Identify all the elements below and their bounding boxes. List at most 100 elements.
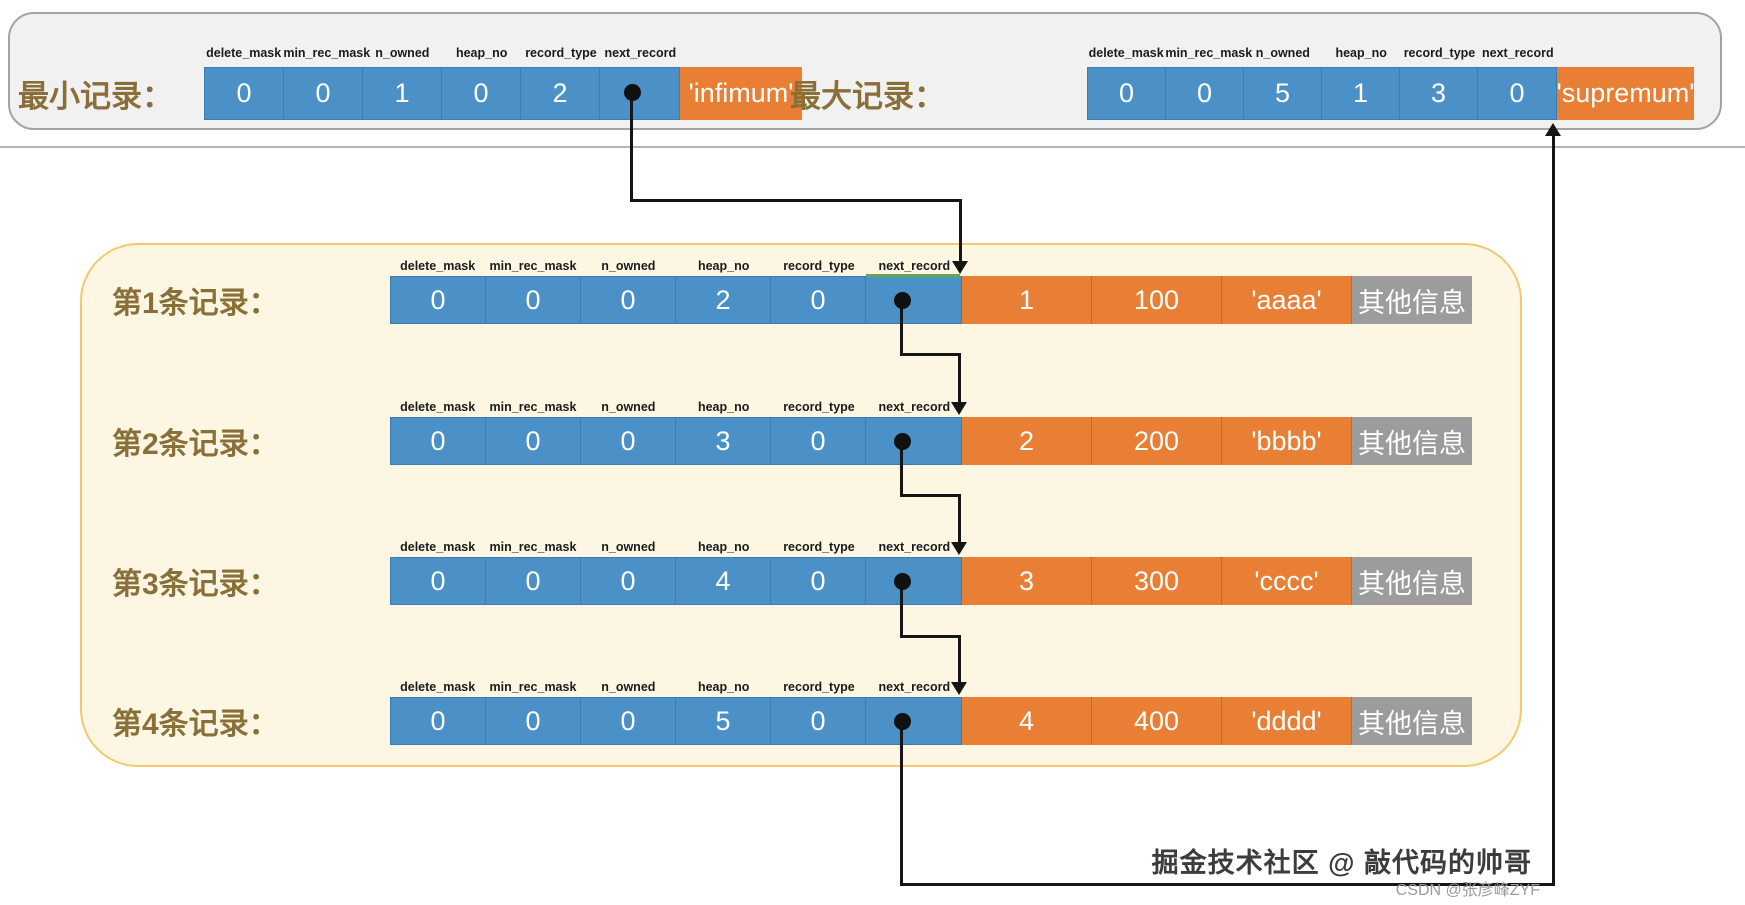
user-records-box bbox=[80, 243, 1522, 767]
cell-delete-mask: 0 bbox=[391, 558, 486, 604]
cell-delete-mask: 0 bbox=[391, 698, 486, 744]
arrow-row1-to-row2-segment bbox=[900, 353, 961, 356]
row2-label: 第2条记录： bbox=[112, 428, 279, 461]
row2-header-fields: 0 0 0 3 0 bbox=[390, 417, 962, 465]
cell-record-type: 2 bbox=[521, 68, 600, 119]
arrow-infimum-to-row1-segment bbox=[630, 92, 633, 202]
min-record-label: 最小记录： bbox=[18, 79, 173, 114]
field-header: min_rec_mask bbox=[489, 259, 577, 273]
row3-cells: 0 0 0 4 0 3 300 'cccc' 其他信息 bbox=[390, 557, 1472, 605]
cell-data-2: 200 bbox=[1092, 417, 1222, 465]
cell-n-owned: 0 bbox=[581, 277, 676, 323]
field-header: n_owned bbox=[601, 400, 656, 414]
cell-heap-no: 1 bbox=[1322, 68, 1400, 119]
field-header: delete_mask bbox=[206, 46, 282, 60]
cell-data-1: 3 bbox=[962, 557, 1092, 605]
cell-delete-mask: 0 bbox=[205, 68, 284, 119]
cell-next-record: 0 bbox=[1478, 68, 1556, 119]
field-header: n_owned bbox=[601, 259, 656, 273]
cell-heap-no: 4 bbox=[676, 558, 771, 604]
field-header: min_rec_mask bbox=[283, 46, 371, 60]
cell-data-2: 400 bbox=[1092, 697, 1222, 745]
cell-other-info: 其他信息 bbox=[1352, 557, 1472, 605]
row1-cells: 0 0 0 2 0 1 100 'aaaa' 其他信息 bbox=[390, 276, 1472, 324]
arrowhead-up-icon bbox=[1545, 123, 1561, 136]
cell-other-info: 其他信息 bbox=[1352, 276, 1472, 324]
cell-data-3: 'aaaa' bbox=[1222, 276, 1352, 324]
cell-delete-mask: 0 bbox=[1088, 68, 1166, 119]
cell-data-1: 1 bbox=[962, 276, 1092, 324]
cell-heap-no: 2 bbox=[676, 277, 771, 323]
row1-field-headers: delete_mask min_rec_mask n_owned heap_no… bbox=[390, 251, 962, 273]
arrow-row4-to-supremum-segment bbox=[1552, 136, 1555, 886]
next-record-highlight bbox=[866, 274, 960, 277]
arrow-row2-to-row3-segment bbox=[958, 494, 961, 543]
field-header: n_owned bbox=[601, 680, 656, 694]
field-header: min_rec_mask bbox=[1165, 46, 1253, 60]
cell-n-owned: 1 bbox=[363, 68, 442, 119]
arrow-row3-to-row4-segment bbox=[900, 635, 961, 638]
max-record-header-fields: 0 0 5 1 3 0 bbox=[1087, 67, 1557, 120]
cell-min-rec-mask: 0 bbox=[1166, 68, 1244, 119]
watermark-juejin: 掘金技术社区 @ 敲代码的帅哥 bbox=[1151, 848, 1532, 878]
arrowhead-down-icon bbox=[951, 542, 967, 555]
pointer-dot-icon bbox=[894, 433, 911, 450]
cell-min-rec-mask: 0 bbox=[486, 558, 581, 604]
row1-label: 第1条记录： bbox=[112, 287, 279, 320]
field-header: heap_no bbox=[697, 540, 750, 554]
cell-n-owned: 0 bbox=[581, 698, 676, 744]
field-header: next_record bbox=[878, 400, 951, 414]
arrow-row3-to-row4-segment bbox=[900, 581, 903, 638]
cell-n-owned: 0 bbox=[581, 418, 676, 464]
arrowhead-down-icon bbox=[952, 261, 968, 274]
cell-record-type: 3 bbox=[1400, 68, 1478, 119]
cell-data-2: 300 bbox=[1092, 557, 1222, 605]
field-header: next_record bbox=[604, 46, 677, 60]
field-header: n_owned bbox=[601, 540, 656, 554]
pointer-dot-icon bbox=[894, 573, 911, 590]
arrowhead-down-icon bbox=[951, 402, 967, 415]
cell-min-rec-mask: 0 bbox=[284, 68, 363, 119]
max-record-cells: 0 0 5 1 3 0 'supremum' bbox=[1087, 67, 1694, 120]
arrowhead-down-icon bbox=[951, 682, 967, 695]
cell-record-type: 0 bbox=[771, 277, 866, 323]
field-header: delete_mask bbox=[400, 259, 476, 273]
field-header: record_type bbox=[1403, 46, 1476, 60]
field-header: record_type bbox=[783, 400, 855, 414]
row4-label: 第4条记录： bbox=[112, 708, 279, 741]
cell-delete-mask: 0 bbox=[391, 418, 486, 464]
arrow-infimum-to-row1-segment bbox=[959, 199, 962, 263]
cell-data-1: 4 bbox=[962, 697, 1092, 745]
pointer-dot-icon bbox=[894, 713, 911, 730]
cell-heap-no: 0 bbox=[442, 68, 521, 119]
field-header: heap_no bbox=[697, 259, 750, 273]
cell-next-record bbox=[866, 277, 961, 323]
row1-header-fields: 0 0 0 2 0 bbox=[390, 276, 962, 324]
cell-next-record bbox=[866, 698, 961, 744]
cell-next-record bbox=[866, 418, 961, 464]
min-record-field-headers: delete_mask min_rec_mask n_owned heap_no… bbox=[204, 34, 680, 60]
field-header: next_record bbox=[1482, 46, 1554, 60]
row3-label: 第3条记录： bbox=[112, 568, 279, 601]
cell-data-3: 'cccc' bbox=[1222, 557, 1352, 605]
cell-record-type: 0 bbox=[771, 558, 866, 604]
max-record-field-headers: delete_mask min_rec_mask n_owned heap_no… bbox=[1087, 34, 1557, 60]
arrow-row3-to-row4-segment bbox=[958, 635, 961, 684]
arrow-row4-to-supremum-segment bbox=[900, 883, 1555, 886]
cell-next-record bbox=[866, 558, 961, 604]
field-header: min_rec_mask bbox=[489, 400, 577, 414]
row3-field-headers: delete_mask min_rec_mask n_owned heap_no… bbox=[390, 532, 962, 554]
cell-min-rec-mask: 0 bbox=[486, 698, 581, 744]
field-header: min_rec_mask bbox=[489, 680, 577, 694]
field-header: n_owned bbox=[375, 46, 430, 60]
cell-heap-no: 3 bbox=[676, 418, 771, 464]
cell-min-rec-mask: 0 bbox=[486, 418, 581, 464]
cell-data-3: 'bbbb' bbox=[1222, 417, 1352, 465]
field-header: record_type bbox=[525, 46, 597, 60]
field-header: next_record bbox=[878, 680, 951, 694]
supremum-cell: 'supremum' bbox=[1557, 67, 1694, 120]
cell-other-info: 其他信息 bbox=[1352, 417, 1472, 465]
arrow-row2-to-row3-segment bbox=[900, 441, 903, 497]
field-header: next_record bbox=[878, 259, 951, 273]
watermark-csdn: CSDN @张彦峰ZYF bbox=[1395, 882, 1540, 899]
